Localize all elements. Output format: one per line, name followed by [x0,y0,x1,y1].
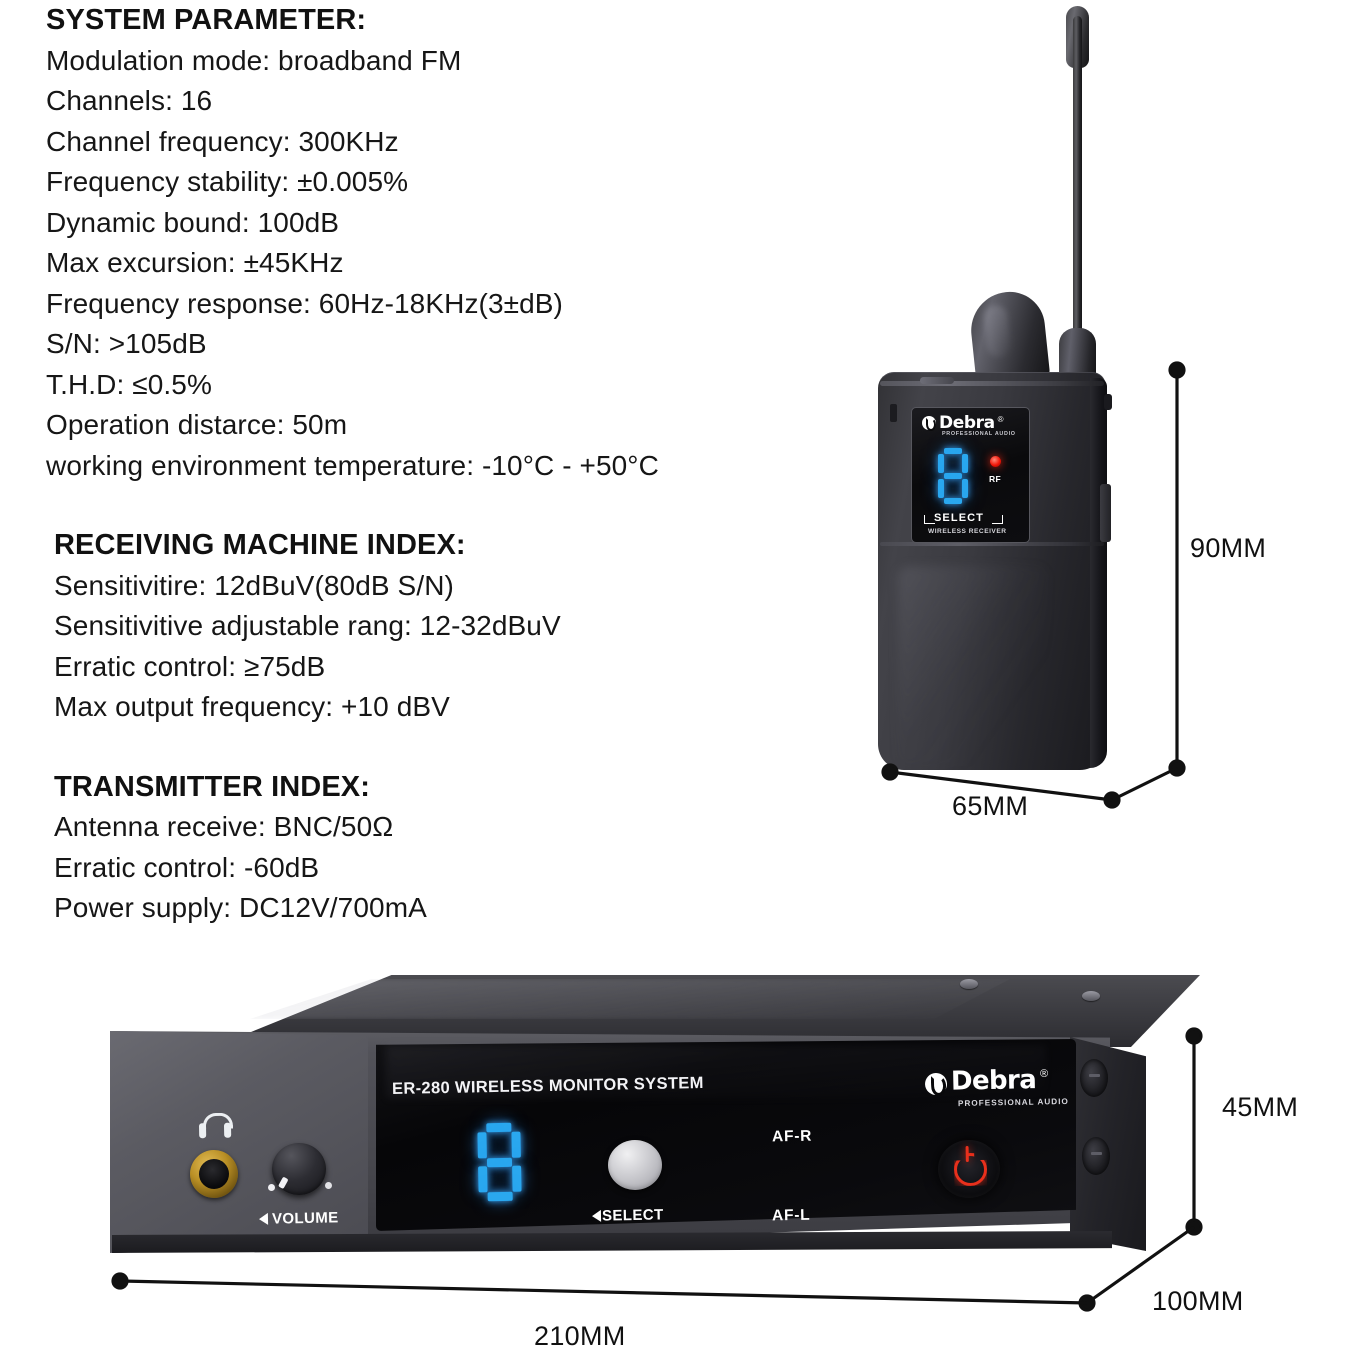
bodypack-registered-mark: ® [997,415,1004,424]
headphone-icon [198,1112,234,1140]
spec-line: Frequency response: 60Hz-18KHz(3±dB) [46,287,563,319]
rack-model-description: WIRELESS MONITOR SYSTEM [454,1074,704,1097]
spec-line: T.H.D: ≤0.5% [46,368,212,400]
spec-line: Sensitivitive adjustable rang: 12-32dBuV [54,610,561,641]
headphone-ear-left [198,1123,207,1139]
spec-section-gap [46,486,836,525]
select-bracket-left [924,515,935,524]
af-left-label: AF-L [771,1206,811,1225]
dim-label-bodypack-width: 65MM [952,791,1029,821]
rack-channel-display [477,1122,522,1202]
spec-line: Sensitivitire: 12dBuV(80dB S/N) [54,569,454,601]
spec-line: working environment temperature: -10°C -… [46,449,659,481]
bodypack-front-panel: Debra ® PROFESSIONAL AUDIO RF SELECT WIR… [911,407,1030,543]
jack-highlight [982,304,1012,359]
bodypack-brand-tagline: PROFESSIONAL AUDIO [942,431,1016,437]
select-bracket-right [992,515,1003,524]
antenna-connector-bottom[interactable] [1082,1137,1110,1175]
spec-line: Power supply: DC12V/700mA [54,892,427,923]
rack-model-number: ER-280 [391,1078,451,1098]
dim-label-bodypack-height: 90MM [1190,533,1267,563]
antenna-rod [1073,16,1082,351]
rack-registered-mark: ® [1039,1067,1049,1080]
rack-screw-right [1082,991,1100,1001]
volume-max-dot [325,1182,332,1189]
spec-line: Erratic control: ≥75dB [54,650,326,682]
debra-logo-icon [922,416,936,431]
rack-top-sheen [250,979,1010,1019]
bodypack-notch [890,404,897,422]
power-icon [954,1153,988,1187]
bodypack-battery-seam [880,542,1104,546]
rack-select-label: SELECT [601,1206,664,1225]
volume-label: VOLUME [271,1209,339,1228]
dim-label-rack-width: 210MM [534,1321,626,1351]
bodypack-belt-clip [1100,484,1111,542]
rf-indicator-label: RF [989,474,1001,484]
spec-line: Dynamic bound: 100dB [46,206,340,238]
debra-logo-icon [924,1072,948,1096]
volume-min-dot [268,1184,275,1191]
spec-line: Max output frequency: +10 dBV [54,691,450,722]
bodypack-channel-display [938,448,968,504]
spec-line: Channel frequency: 300KHz [46,125,399,157]
bodypack-receiver-product-image: Debra ® PROFESSIONAL AUDIO RF SELECT WIR… [868,6,1168,796]
rack-screw-left [960,979,978,989]
volume-knob-indicator [277,1176,289,1190]
bodypack-side-button[interactable] [1104,394,1112,410]
rack-receiver-product-image [110,975,1200,1285]
spec-section-heading: TRANSMITTER INDEX: [54,770,370,803]
spec-line: Channels: 16 [46,85,213,116]
bodypack-brand-logo: Debra ® [922,413,1004,433]
spec-line: Erratic control: -60dB [54,851,320,883]
volume-arrow-icon [258,1212,269,1226]
spec-line: Frequency stability: ±0.005% [46,166,409,197]
rack-brand-logo: Debra ® [924,1065,1049,1097]
spec-line: Max excursion: ±45KHz [46,247,344,278]
bodypack-top-button[interactable] [920,377,954,384]
af-right-label: AF-R [771,1127,813,1146]
dim-label-rack-depth: 100MM [1152,1286,1244,1316]
spec-line: Operation distarce: 50m [46,409,348,440]
rack-left-control-face [110,1031,368,1253]
rack-brand-name: Debra [950,1065,1037,1097]
power-icon-bar [965,1146,969,1163]
select-arrow-icon [591,1209,602,1223]
spec-line: S/N: >105dB [46,328,207,359]
dim-label-rack-height: 45MM [1222,1092,1299,1122]
bodypack-top-seam [880,381,1104,386]
bodypack-brand-name: Debra [939,413,995,433]
spec-section-gap [46,728,836,767]
spec-line: Modulation mode: broadband FM [46,44,462,76]
specification-text-block: SYSTEM PARAMETER: Modulation mode: broadb… [46,0,836,929]
spec-line: Antenna receive: BNC/50Ω [54,811,394,842]
rf-indicator-led [990,456,1001,467]
spec-section-heading: SYSTEM PARAMETER: [46,4,367,36]
rack-bottom-edge [112,1231,1112,1253]
bodypack-select-label: SELECT [934,512,984,524]
bodypack-device-label: WIRELESS RECEIVER [928,528,1007,535]
antenna-connector-top[interactable] [1080,1059,1108,1097]
bodypack-right-edge [1090,378,1107,768]
headphone-ear-right [223,1122,232,1138]
spec-section-heading: RECEIVING MACHINE INDEX: [54,529,466,561]
